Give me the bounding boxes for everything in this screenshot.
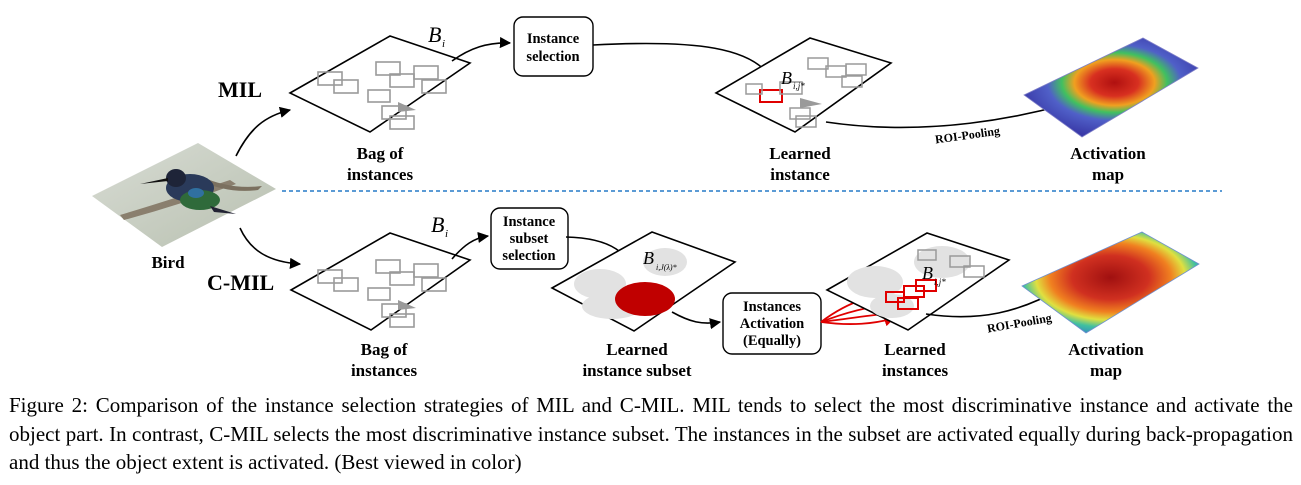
activation-box-line1: Instances [743, 299, 801, 315]
bi-top-subscript: i [442, 38, 445, 50]
bij-subset-subscript: i,J(λ)* [656, 263, 677, 272]
bag-bottom-label-line1: Bag of [361, 340, 408, 359]
subset-label-line1: Learned [606, 340, 668, 359]
activation-map-top-label-line1: Activation [1070, 144, 1146, 163]
bi-bottom-subscript: i [445, 228, 448, 240]
bag-of-instances-bottom [289, 232, 472, 331]
activation-map-bottom-label-line1: Activation [1068, 340, 1144, 359]
learned-instance-label-line2: instance [770, 165, 830, 184]
instance-selection-line2: selection [526, 49, 579, 65]
activation-map-bottom [1021, 231, 1200, 334]
bij-subset-symbol: B [643, 248, 654, 268]
roi-pooling-label-top: ROI-Pooling [934, 124, 1001, 147]
bij-top-subscript: i,j* [793, 81, 805, 91]
bij-bottom-subscript: i,j* [934, 277, 946, 287]
subset-selection-line2: subset [510, 231, 549, 247]
bag-top-label-line1: Bag of [357, 144, 404, 163]
activation-box-line2: Activation [740, 316, 804, 332]
activation-map-bottom-label-line2: map [1090, 361, 1122, 380]
activation-box-line3: (Equally) [743, 333, 801, 349]
instance-selection-box: Instance selection [513, 16, 594, 77]
bag-bottom-label-line2: instances [351, 361, 418, 380]
arrow-bird-to-cmil [239, 227, 302, 269]
arrow-bag-to-subset-selection [451, 231, 490, 260]
bird-image [92, 143, 276, 247]
instances-activation-box: Instances Activation (Equally) [722, 292, 822, 355]
bag-of-instances-top [288, 35, 472, 133]
learned-instances-label-line1: Learned [884, 340, 946, 359]
activation-map-top [1023, 37, 1199, 138]
subset-selection-line3: selection [502, 248, 555, 264]
bij-bottom-symbol: B [922, 263, 933, 283]
subset-selection-line1: Instance [503, 214, 556, 230]
bag-top-label-line2: instances [347, 165, 414, 184]
learned-instance-panel [714, 37, 893, 133]
arrow-bag-to-selection [451, 36, 512, 62]
cmil-label: C-MIL [207, 270, 274, 295]
arrow-subset-to-activation [671, 311, 722, 330]
bij-top-symbol: B [781, 68, 792, 88]
bi-top-symbol: B [428, 22, 441, 47]
bi-bottom-symbol: B [431, 212, 444, 237]
arrow-bird-to-mil [235, 106, 292, 157]
instance-subset-selection-box: Instance subset selection [490, 207, 569, 270]
bird-label: Bird [151, 253, 185, 272]
learned-instance-label-line1: Learned [769, 144, 831, 163]
mil-vs-cmil-diagram: MIL B i Bag of instances Instance select… [92, 16, 1222, 380]
mil-label: MIL [218, 77, 262, 102]
figure-caption: Figure 2: Comparison of the instance sel… [9, 393, 1293, 474]
learned-instances-panel [825, 232, 1011, 331]
activation-map-top-label-line2: map [1092, 165, 1124, 184]
learned-instance-subset-panel [550, 231, 737, 332]
learned-instances-label-line2: instances [882, 361, 949, 380]
instance-selection-line1: Instance [527, 31, 580, 47]
subset-label-line2: instance subset [582, 361, 691, 380]
